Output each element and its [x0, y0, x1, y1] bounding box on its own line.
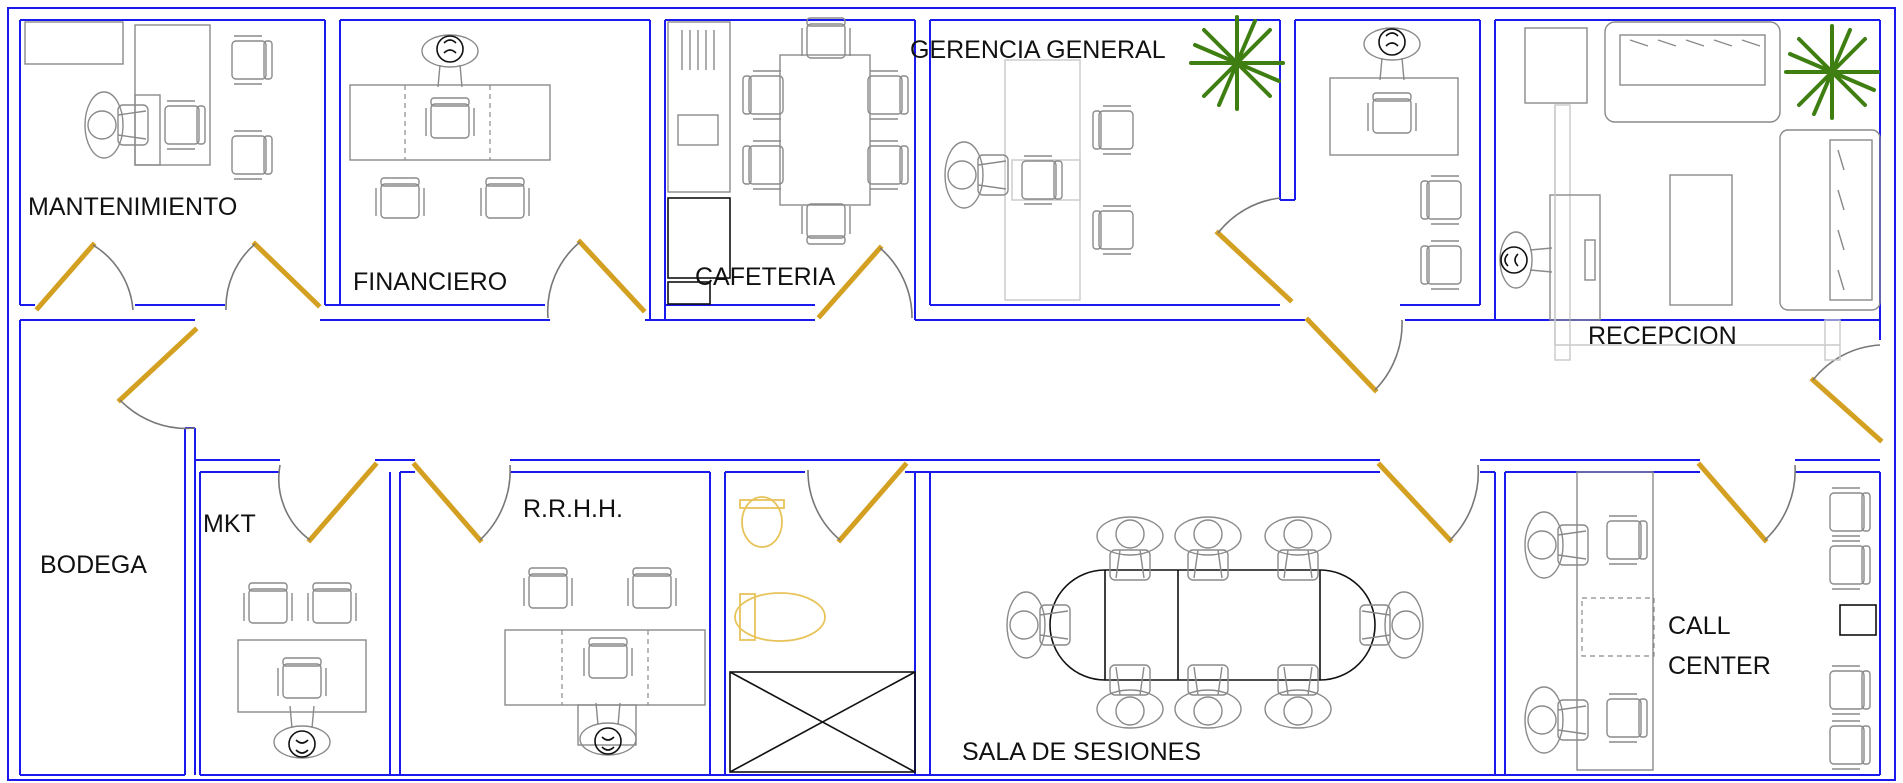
label-bodega: BODEGA	[40, 551, 147, 579]
door-mantenimiento-2	[225, 240, 322, 311]
label-sala-de-sesiones: SALA DE SESIONES	[962, 738, 1201, 766]
door-cafeteria	[816, 244, 913, 320]
door-rrhh	[411, 461, 511, 544]
door-sala	[1376, 461, 1480, 544]
label-call-center-1: CALL	[1668, 612, 1731, 640]
door-hall	[116, 326, 199, 430]
door-recepcion-corridor	[1304, 316, 1403, 394]
door-mantenimiento	[34, 241, 134, 312]
label-cafeteria: CAFETERIA	[695, 263, 836, 291]
recepcion-furniture	[1499, 21, 1881, 361]
mkt-furniture	[237, 582, 367, 759]
plant-icon	[1784, 24, 1880, 120]
gerencia-furniture	[944, 15, 1285, 301]
financiero-furniture	[349, 34, 551, 219]
office-furniture	[1329, 27, 1462, 290]
label-call-center-2: CENTER	[1668, 652, 1771, 680]
label-mantenimiento: MANTENIMIENTO	[28, 193, 237, 221]
cafeteria-furniture	[667, 17, 909, 305]
label-mkt: MKT	[203, 510, 256, 538]
walls	[7, 7, 1896, 781]
sala-furniture	[1006, 516, 1424, 729]
label-financiero: FINANCIERO	[353, 268, 507, 296]
door-callcenter	[1696, 461, 1796, 544]
door-bano	[807, 461, 909, 544]
door-recepcion-exit	[1809, 344, 1884, 444]
callcenter-furniture	[1524, 471, 1877, 771]
bathroom-fixtures	[729, 496, 916, 773]
rrhh-furniture	[504, 567, 706, 756]
plant-icon	[1189, 15, 1285, 111]
mantenimiento-furniture	[24, 21, 273, 180]
doors	[34, 197, 1884, 544]
label-recepcion: RECEPCION	[1588, 322, 1737, 350]
door-gerencia	[1214, 197, 1294, 304]
label-gerencia-general: GERENCIA GENERAL	[910, 36, 1166, 64]
label-rrhh: R.R.H.H.	[523, 495, 623, 523]
door-mkt	[277, 461, 379, 544]
door-financiero	[546, 238, 647, 319]
